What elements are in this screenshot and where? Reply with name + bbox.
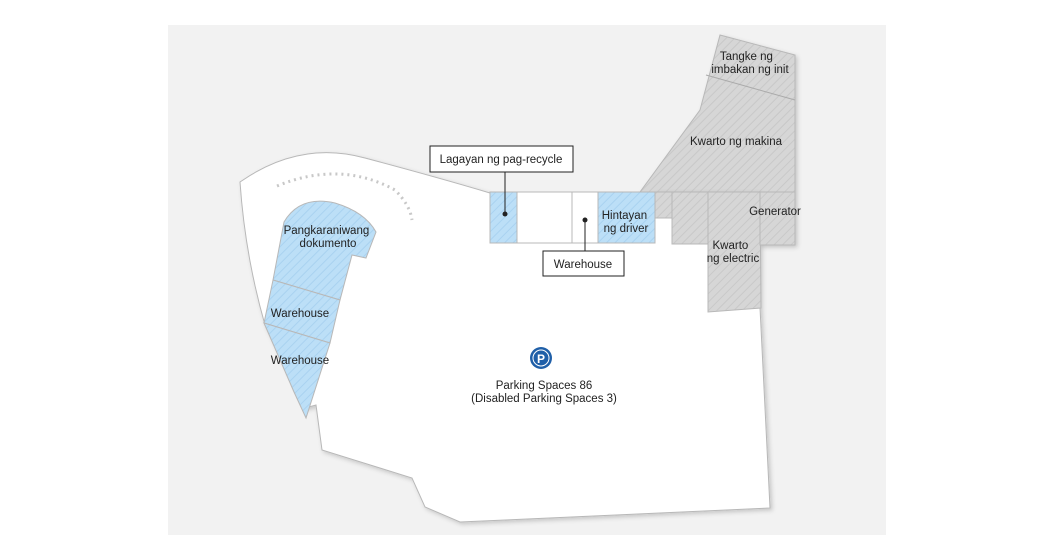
recycle-callout-label: Lagayan ng pag-recycle xyxy=(440,154,563,166)
electric-room-label: Kwarto ng electric xyxy=(707,240,760,265)
warehouse-room-2 xyxy=(263,322,331,420)
electric-room xyxy=(707,191,762,313)
gray-room-small xyxy=(654,191,673,219)
warehouse-callout: Warehouse xyxy=(542,217,625,277)
warehouse-left-2-label: Warehouse xyxy=(271,355,329,367)
parking-spaces-label: Parking Spaces 86 xyxy=(496,380,593,392)
recycle-callout: Lagayan ng pag-recycle xyxy=(429,145,574,217)
strip-room-1 xyxy=(516,191,573,244)
generator-label: Generator xyxy=(749,206,801,218)
parking-icon-letter: P xyxy=(537,352,545,366)
document-room-label: Pangkaraniwang dokumento xyxy=(284,225,373,250)
recycle-room xyxy=(489,191,518,244)
ramp-dotted-line xyxy=(276,172,414,221)
document-room xyxy=(272,200,377,301)
driver-waiting-label: Hintayan ng driver xyxy=(602,210,651,235)
warehouse-left-1-label: Warehouse xyxy=(271,308,329,320)
generator-room xyxy=(759,191,796,246)
tank-divider xyxy=(705,74,796,101)
heat-tank-label: Tangke ng imbakan ng init xyxy=(711,51,789,76)
driver-waiting-room xyxy=(597,191,656,244)
machine-room-label: Kwarto ng makina xyxy=(690,136,783,148)
parking-marker: P Parking Spaces 86 (Disabled Parking Sp… xyxy=(471,347,617,405)
warehouse-callout-label: Warehouse xyxy=(554,259,612,271)
gray-room-corridor xyxy=(671,191,709,245)
disabled-parking-label: (Disabled Parking Spaces 3) xyxy=(471,393,617,405)
